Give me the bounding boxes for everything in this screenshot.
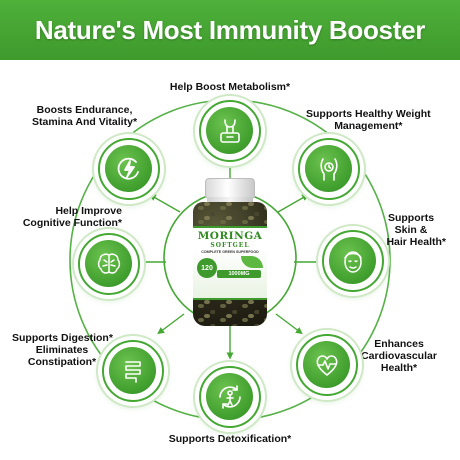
bottle-neck bbox=[207, 197, 253, 203]
benefit-label-cognitive: Help Improve Cognitive Function* bbox=[22, 205, 122, 229]
bottle-cap bbox=[205, 178, 255, 198]
leaf-graphic bbox=[241, 256, 263, 268]
benefit-label-detox: Supports Detoxification* bbox=[168, 433, 292, 445]
product-bottle: MORINGA SOFTGEL COMPLETE GREEN SUPERFOOD… bbox=[193, 178, 267, 326]
bottle-label: MORINGA SOFTGEL COMPLETE GREEN SUPERFOOD… bbox=[193, 226, 267, 300]
face-icon bbox=[343, 250, 362, 273]
benefit-ring-weight bbox=[298, 138, 360, 200]
energy-bolt-icon bbox=[117, 157, 139, 180]
benefit-ring-cognitive bbox=[78, 233, 140, 295]
benefit-label-cardio: Enhances Cardiovascular Health* bbox=[361, 338, 437, 374]
benefit-label-endurance: Boosts Endurance, Stamina And Vitality* bbox=[32, 104, 138, 128]
benefit-label-weight: Supports Healthy Weight Management* bbox=[306, 108, 431, 132]
heart-pulse-icon bbox=[315, 354, 338, 376]
spoke-bottom-left bbox=[157, 313, 185, 335]
benefit-label-metabolism: Help Boost Metabolism* bbox=[169, 81, 291, 93]
dose-badge: 1000MG bbox=[217, 270, 261, 278]
person-arrows-icon bbox=[218, 384, 241, 409]
benefit-ring-metabolism bbox=[199, 100, 261, 162]
benefit-ring-skin bbox=[322, 230, 384, 292]
count-badge: 120 bbox=[197, 258, 217, 278]
benefit-label-skin: Supports Skin & Hair Health* bbox=[386, 212, 446, 248]
scale-body-icon bbox=[219, 118, 240, 143]
benefit-ring-detox bbox=[199, 366, 261, 428]
product-form: SOFTGEL bbox=[210, 242, 250, 249]
product-name: MORINGA bbox=[197, 230, 263, 242]
product-tagline: COMPLETE GREEN SUPERFOOD bbox=[201, 250, 259, 254]
weight-body-icon bbox=[319, 157, 338, 181]
benefit-ring-digestion bbox=[102, 340, 164, 402]
bottle-body: MORINGA SOFTGEL COMPLETE GREEN SUPERFOOD… bbox=[193, 202, 267, 326]
spoke-top-right bbox=[277, 194, 310, 213]
benefit-label-digestion: Supports Digestion* Eliminates Constipat… bbox=[12, 332, 113, 368]
brain-icon bbox=[97, 252, 120, 274]
header-banner: Nature's Most Immunity Booster bbox=[0, 0, 460, 60]
page-title: Nature's Most Immunity Booster bbox=[34, 14, 426, 45]
benefit-ring-cardio bbox=[296, 334, 358, 396]
intestine-icon bbox=[124, 360, 141, 383]
spoke-bottom-right bbox=[275, 313, 303, 335]
spoke-top-left bbox=[148, 194, 181, 213]
benefit-ring-endurance bbox=[98, 138, 160, 200]
